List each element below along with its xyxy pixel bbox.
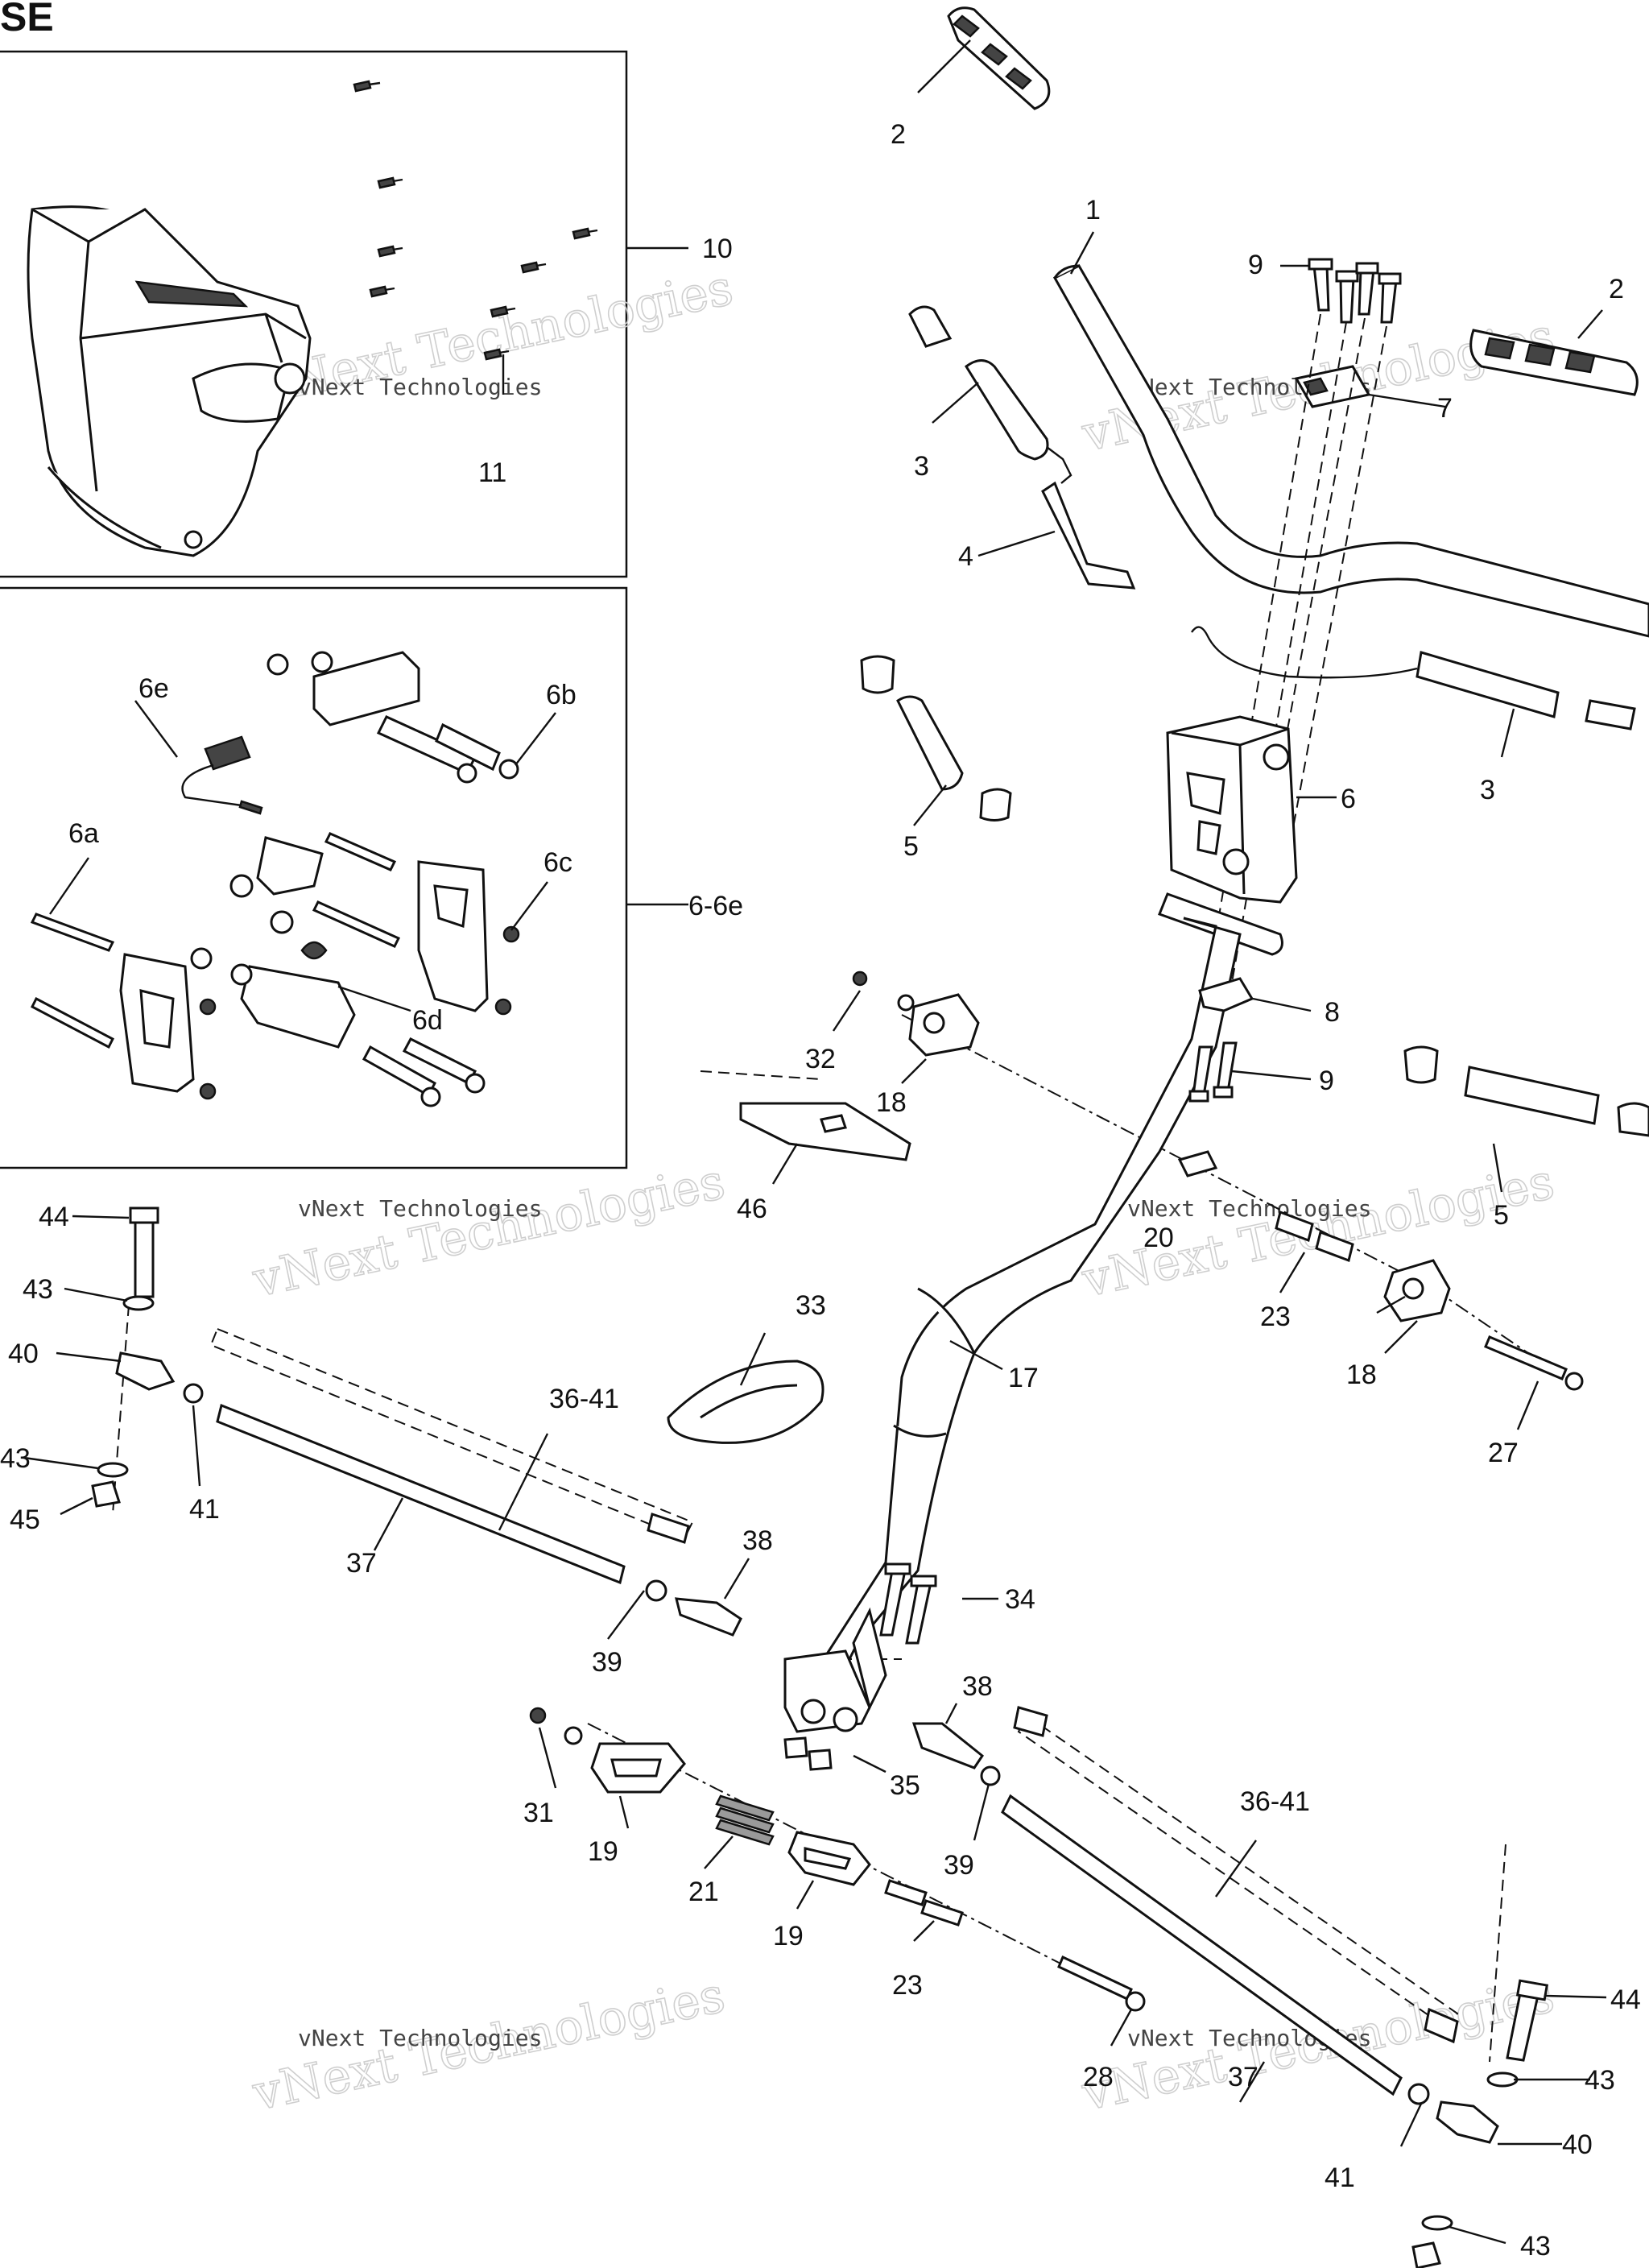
- mount-plate-slot: [820, 1114, 847, 1133]
- label-4: 4: [958, 541, 973, 572]
- label-40-left: 40: [8, 1339, 39, 1369]
- label-17: 17: [1008, 1363, 1039, 1393]
- label-6-6e: 6-6e: [688, 891, 743, 921]
- ball-joint-left: [645, 1579, 742, 1637]
- handlebar-cover: [27, 205, 312, 557]
- tie-rod-bracket-right: [1383, 1259, 1584, 1391]
- watermark-small-3: vNext Technologies: [298, 1195, 542, 1222]
- label-43-right-bottom: 43: [1520, 2231, 1551, 2262]
- column-cover-rib: [700, 1384, 798, 1419]
- label-37-left: 37: [346, 1548, 377, 1579]
- bushings-right: [1177, 1150, 1354, 1262]
- heater-element-left: [908, 305, 1136, 590]
- tie-rod-bracket-upper: [852, 971, 980, 1057]
- label-28: 28: [1083, 2062, 1114, 2092]
- label-45: 45: [10, 1504, 40, 1535]
- watermark-group: vNext Technologies vNext Technologies vN…: [247, 259, 1560, 2122]
- ball-joint-right: [911, 1722, 1001, 1786]
- label-5-right: 5: [1494, 1200, 1509, 1231]
- lower-bolts: [1188, 1041, 1238, 1103]
- heater-element-right: [1191, 626, 1636, 730]
- label-32: 32: [805, 1044, 836, 1074]
- riser-block: [1166, 715, 1298, 904]
- label-36-41-right: 36-41: [1240, 1786, 1310, 1817]
- label-7: 7: [1437, 393, 1453, 424]
- label-1: 1: [1085, 195, 1101, 226]
- handlebar-clamp-bolts: [1294, 258, 1402, 408]
- label-9-top: 9: [1248, 250, 1263, 280]
- label-38-right: 38: [962, 1671, 993, 1702]
- label-20: 20: [1143, 1223, 1174, 1253]
- label-27: 27: [1488, 1438, 1519, 1468]
- tie-rod-left: [183, 1327, 694, 1585]
- label-2-right: 2: [1609, 274, 1624, 304]
- label-35: 35: [890, 1770, 920, 1801]
- inset-box-hood: [0, 50, 628, 578]
- label-19-right: 19: [773, 1921, 804, 1951]
- leader-lines: [23, 39, 1607, 2245]
- label-38-left: 38: [742, 1525, 773, 1556]
- label-23-lower: 23: [892, 1970, 923, 2001]
- part-labels: 10 11 6-6e 6e 6b 6a 6c 6d 1 2 2 9 3 4 7 …: [0, 119, 1641, 2262]
- label-18-right: 18: [1346, 1360, 1377, 1390]
- label-23-right: 23: [1260, 1302, 1291, 1332]
- label-9-lower: 9: [1319, 1066, 1334, 1096]
- column-bolts: [879, 1562, 937, 1645]
- label-6c: 6c: [543, 847, 572, 878]
- label-34: 34: [1005, 1584, 1035, 1615]
- spacers-left: [860, 655, 1012, 822]
- diagram-title: SE: [0, 0, 54, 39]
- label-6b: 6b: [546, 680, 577, 710]
- inset-box-riser-block: [0, 586, 628, 1169]
- label-3-right: 3: [1480, 775, 1495, 805]
- label-41-right: 41: [1325, 2162, 1355, 2193]
- label-44-right: 44: [1610, 1984, 1641, 2015]
- label-46: 46: [737, 1194, 767, 1224]
- label-43-left-top: 43: [23, 1274, 53, 1305]
- label-43-left-bottom: 43: [0, 1443, 31, 1474]
- label-39-right: 39: [944, 1850, 974, 1881]
- riser-block-exploded: [30, 651, 520, 1107]
- label-31: 31: [523, 1798, 554, 1828]
- grip-right: [1469, 329, 1639, 396]
- label-5-left: 5: [903, 831, 919, 862]
- label-11: 11: [478, 457, 506, 488]
- grip-top: [947, 6, 1051, 110]
- label-21: 21: [688, 1877, 719, 1907]
- label-18-upper: 18: [876, 1087, 907, 1118]
- label-2-top: 2: [891, 119, 906, 150]
- watermark-large-3: vNext Technologies: [248, 1153, 730, 1309]
- label-41-left: 41: [189, 1494, 220, 1525]
- label-39-left: 39: [592, 1647, 622, 1678]
- column-bushings: [783, 1736, 833, 1771]
- label-3-left: 3: [914, 451, 929, 482]
- label-44-left: 44: [39, 1202, 69, 1232]
- tie-rod-end-right: [1407, 1979, 1549, 2268]
- spacers-right: [1403, 1045, 1649, 1137]
- lower-bracket-assembly: [529, 1707, 1146, 2012]
- watermark-small-1: vNext Technologies: [298, 374, 542, 400]
- watermark-small-4: vNext Technologies: [1127, 1195, 1371, 1222]
- label-6d: 6d: [412, 1005, 443, 1036]
- steering-column: [783, 892, 1283, 1733]
- label-37-right: 37: [1228, 2062, 1258, 2092]
- tie-rod-right: [1001, 1706, 1459, 2096]
- label-6a: 6a: [68, 818, 99, 849]
- label-19-left: 19: [588, 1836, 618, 1867]
- label-8: 8: [1325, 997, 1340, 1028]
- hood-screws: [353, 80, 598, 361]
- label-6: 6: [1341, 784, 1356, 814]
- label-6e: 6e: [138, 673, 169, 704]
- label-10: 10: [702, 234, 733, 264]
- tie-rod-end-left: [91, 1206, 176, 1508]
- label-33: 33: [796, 1290, 826, 1321]
- label-36-41-left: 36-41: [549, 1384, 619, 1414]
- label-40-right: 40: [1562, 2129, 1593, 2160]
- label-43-right-top: 43: [1585, 2065, 1615, 2096]
- pivot-block: [1198, 977, 1254, 1012]
- watermark-small-5: vNext Technologies: [298, 2025, 542, 2051]
